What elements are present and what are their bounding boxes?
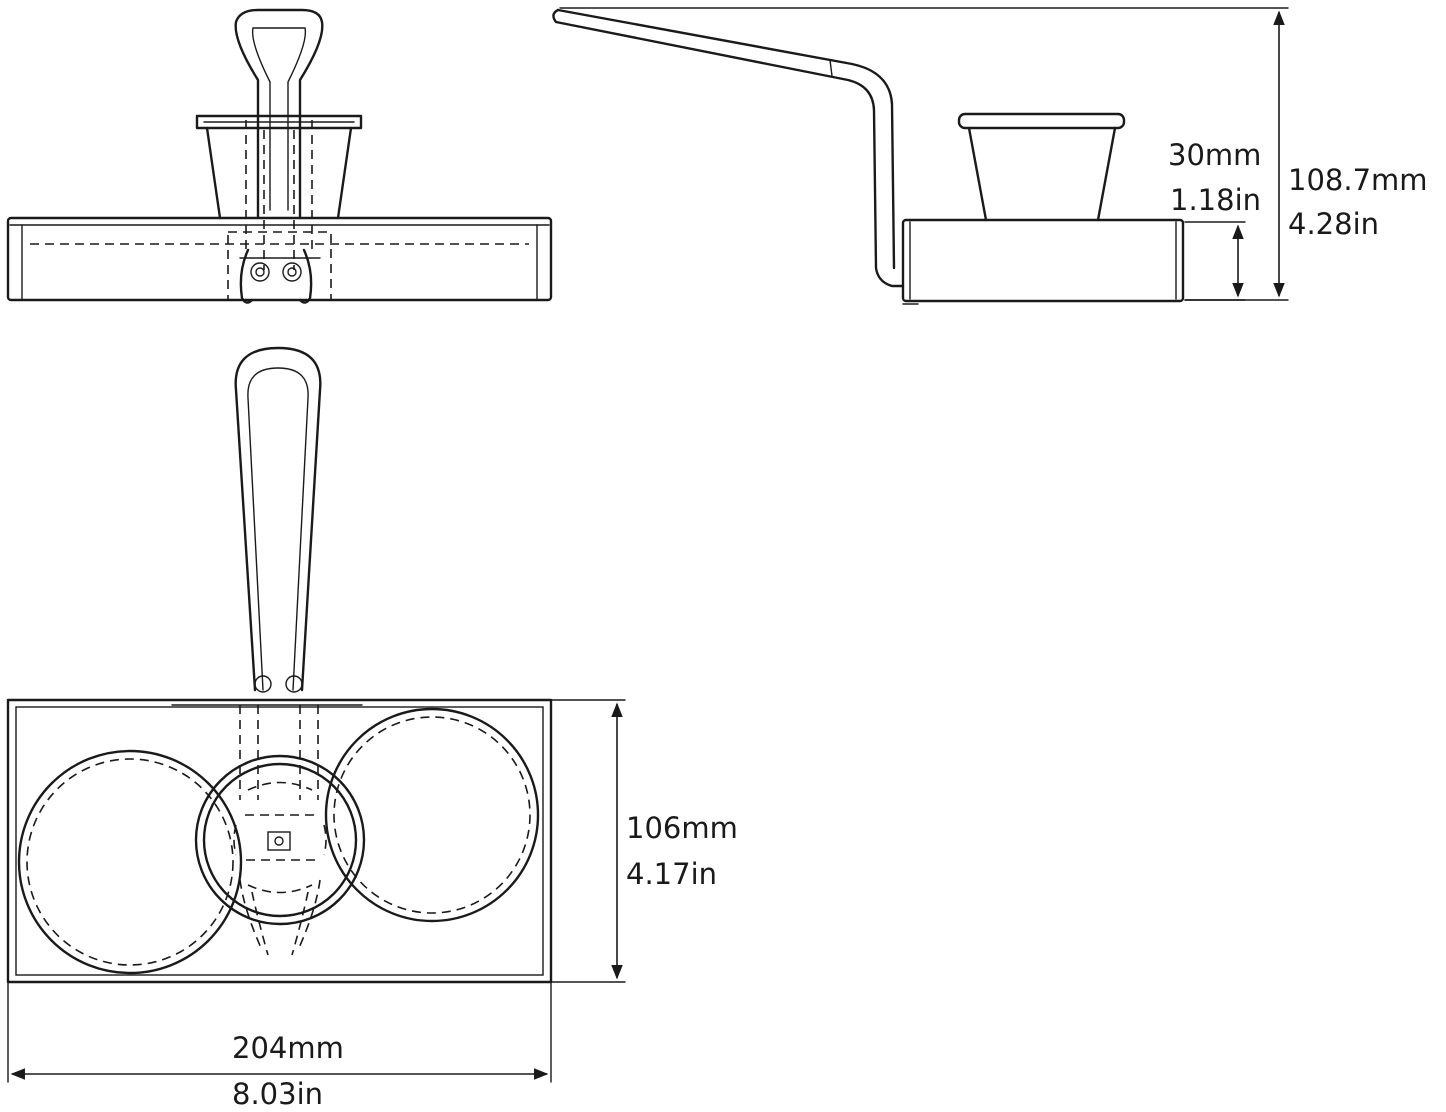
front-cup <box>195 114 363 220</box>
top-view <box>6 346 553 984</box>
top-press-disk <box>194 754 366 956</box>
dimension-depth: 106mm 4.17in <box>550 699 738 983</box>
front-handle <box>234 8 324 270</box>
base-height-in: 1.18in <box>1170 183 1261 217</box>
depth-in: 4.17in <box>626 857 717 891</box>
total-height-in: 4.28in <box>1288 207 1379 241</box>
side-handle <box>552 8 905 288</box>
front-hinge <box>227 231 332 304</box>
width-in: 8.03in <box>232 1077 323 1111</box>
top-handle <box>234 346 322 800</box>
base-height-mm: 30mm <box>1168 138 1261 172</box>
dimension-base-height: 30mm 1.18in <box>1168 138 1261 301</box>
total-height-mm: 108.7mm <box>1288 163 1428 197</box>
depth-mm: 106mm <box>626 811 738 845</box>
dimension-total-height: 108.7mm 4.28in <box>559 7 1428 301</box>
front-view <box>6 8 553 304</box>
top-right-ring <box>324 707 540 923</box>
top-left-ring <box>17 749 243 975</box>
width-mm: 204mm <box>232 1031 344 1065</box>
dimension-width: 204mm 8.03in <box>7 981 552 1111</box>
side-view <box>552 8 1185 305</box>
side-cup <box>957 112 1126 222</box>
